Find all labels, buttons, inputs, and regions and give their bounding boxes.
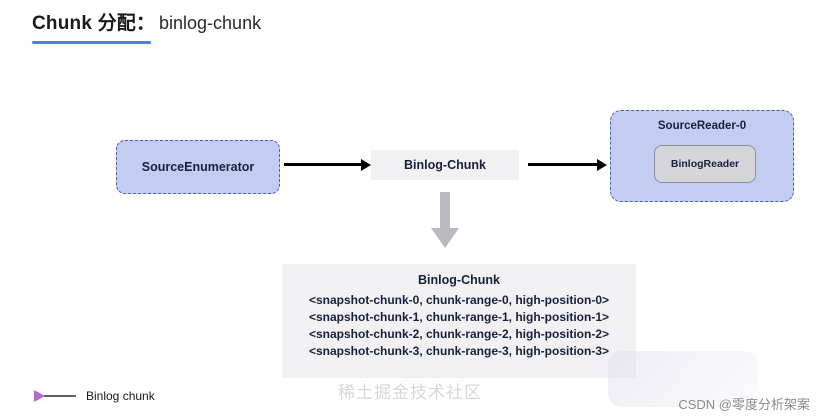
arrow-chunk-to-reader-icon [528,163,598,166]
node-source-enumerator-label: SourceEnumerator [141,160,255,174]
node-source-reader-label: SourceReader-0 [657,120,747,132]
node-source-enumerator: SourceEnumerator [116,140,280,194]
detail-line: <snapshot-chunk-0, chunk-range-0, high-p… [308,293,610,307]
title-underline [32,41,151,44]
binlog-chunk-arrow-icon [34,388,78,404]
legend-label: Binlog chunk [86,389,155,403]
page-title: Chunk 分配 ： binlog-chunk [32,8,261,35]
arrow-down-expand-icon [430,192,460,250]
node-binlog-chunk: Binlog-Chunk [371,150,519,180]
binlog-chunk-detail-panel: Binlog-Chunk <snapshot-chunk-0, chunk-ra… [282,264,636,378]
node-binlog-chunk-label: Binlog-Chunk [404,158,486,172]
legend: Binlog chunk [34,388,155,404]
node-source-reader: SourceReader-0 BinlogReader [610,110,794,202]
arrow-enumerator-to-chunk-icon [284,163,362,166]
node-binlog-reader-label: BinlogReader [670,158,740,170]
detail-line: <snapshot-chunk-3, chunk-range-3, high-p… [308,344,610,358]
node-binlog-reader: BinlogReader [654,145,756,183]
page-title-main: Chunk 分配 [32,13,136,34]
detail-line: <snapshot-chunk-2, chunk-range-2, high-p… [308,327,610,341]
watermark-center: 稀土掘金技术社区 [338,383,482,402]
detail-panel-title: Binlog-Chunk [418,273,500,287]
page-title-colon: ： [136,13,156,34]
page-title-sub: binlog-chunk [159,13,262,33]
detail-line: <snapshot-chunk-1, chunk-range-1, high-p… [308,310,610,324]
watermark-bottom-right: CSDN @零度分析架案 [678,397,810,412]
